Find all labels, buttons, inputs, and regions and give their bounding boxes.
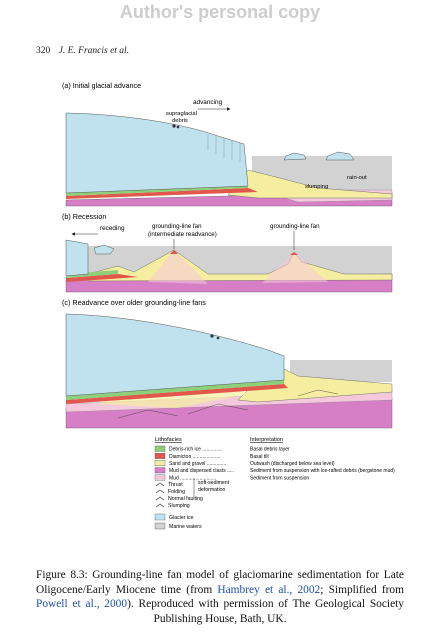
legend-facies-label: Mud and dispersed clasts .....: [169, 468, 234, 474]
legend-deformation: deformation: [198, 487, 226, 493]
legend-symbol-label: Folding: [168, 489, 185, 495]
running-head: 320 J. E. Francis et al.: [36, 46, 129, 56]
glacier-ice: [65, 112, 249, 194]
figure: (a) Initial glacial advance advancing su…: [58, 78, 398, 578]
sand-gravel-fan: [227, 169, 393, 199]
caption-text-3: ). Reproduced with permission of The Geo…: [127, 598, 404, 625]
legend-interpretation-label: Sediment from suspension: [250, 475, 309, 481]
marine-water: [290, 360, 392, 382]
label-slumping: slumping: [305, 184, 328, 190]
legend-swatch: [154, 460, 166, 466]
label-rain-out: rain-out: [347, 175, 367, 181]
debris-rich-ice-layer: [66, 380, 284, 400]
caption-text-2: ; Simplified from: [320, 583, 404, 596]
iceberg: [93, 244, 115, 255]
caption-reference-hambrey[interactable]: Hambrey et al., 2002: [217, 583, 321, 596]
legend-facies-label: Debris-rich ice ..............: [169, 447, 222, 453]
caption-text-1: Figure 8.3: Grounding-line fan model of …: [36, 569, 404, 596]
legend-soft-sediment: soft-sediment: [198, 480, 230, 486]
panel-a: (a) Initial glacial advance advancing su…: [62, 81, 393, 207]
legend-interpretation-heading: Interpretation: [250, 437, 283, 443]
legend-interpretation-label: Outwash (discharged below sea level): [250, 461, 335, 467]
legend-facies-label: Diamicton ....................: [169, 454, 220, 460]
debris-rich-ice-layer: [66, 270, 118, 278]
legend-lithofacies-heading: Lithofacies: [155, 437, 182, 443]
legend-symbol-label: Slumping: [168, 503, 190, 509]
label-advancing: advancing: [193, 99, 223, 106]
legend-symbol-label: Thrust: [168, 482, 183, 488]
panel-c: (c) Readvance over older grounding-line …: [62, 298, 393, 429]
label-grounding-line-fan: grounding-line fan: [270, 223, 320, 230]
label-intermediate-readvance: (intermediate readvance): [148, 231, 217, 238]
legend-interpretation-label: Basal debris layer: [250, 447, 290, 453]
legend-interpretation-label: Basal till: [250, 454, 269, 460]
panel-b-title: (b) Recession: [62, 212, 106, 221]
glacier-ice: [65, 239, 89, 277]
caption-reference-powell[interactable]: Powell et al., 2000: [36, 598, 128, 610]
marine-water: [88, 246, 392, 276]
slumping-icon: [155, 503, 165, 508]
thrust-icon: [155, 482, 165, 487]
glacier-ice-swatch: [154, 513, 166, 521]
diamicton-layer: [66, 384, 288, 404]
marine-waters-swatch: [154, 522, 166, 530]
legend-swatch: [154, 453, 166, 459]
panel-c-title: (c) Readvance over older grounding-line …: [62, 298, 206, 307]
legend-marine-waters: Marine waters: [169, 524, 202, 530]
page-number: 320: [36, 46, 51, 56]
iceberg: [283, 152, 307, 161]
label-grounding-line-fan-intermediate: grounding-line fan: [152, 223, 202, 230]
legend-swatch: [154, 474, 166, 481]
legend-facies-label: Sand and gravel ..............: [169, 461, 226, 467]
diamicton-layer: [66, 274, 138, 282]
glacier-ice: [65, 313, 285, 397]
legend-swatch: [154, 467, 166, 474]
legend: Lithofacies Interpretation Debris-rich i…: [154, 437, 395, 530]
legend-interpretation-label: Sediment from suspension with ice-rafted…: [250, 468, 395, 474]
legend-glacier-ice: Glacier ice: [169, 515, 194, 521]
watermark: Author's personal copy: [119, 2, 321, 22]
normal-faulting-icon: [155, 496, 165, 501]
running-head-authors: J. E. Francis et al.: [58, 46, 130, 56]
label-debris: debris: [172, 118, 188, 124]
panel-b: (b) Recession receding grounding-line fa…: [62, 212, 393, 293]
label-supraglacial: supraglacial: [166, 111, 197, 117]
legend-symbol-label: Normal faulting: [168, 496, 203, 502]
label-receding: receding: [100, 225, 125, 232]
legend-facies-label: Mud ..........................: [169, 475, 216, 481]
folding-icon: [155, 489, 165, 494]
legend-swatch: [154, 445, 166, 452]
figure-caption: Figure 8.3: Grounding-line fan model of …: [36, 568, 404, 626]
iceberg: [325, 151, 355, 161]
diamicton-layer: [66, 188, 258, 199]
panel-a-title: (a) Initial glacial advance: [62, 81, 141, 90]
